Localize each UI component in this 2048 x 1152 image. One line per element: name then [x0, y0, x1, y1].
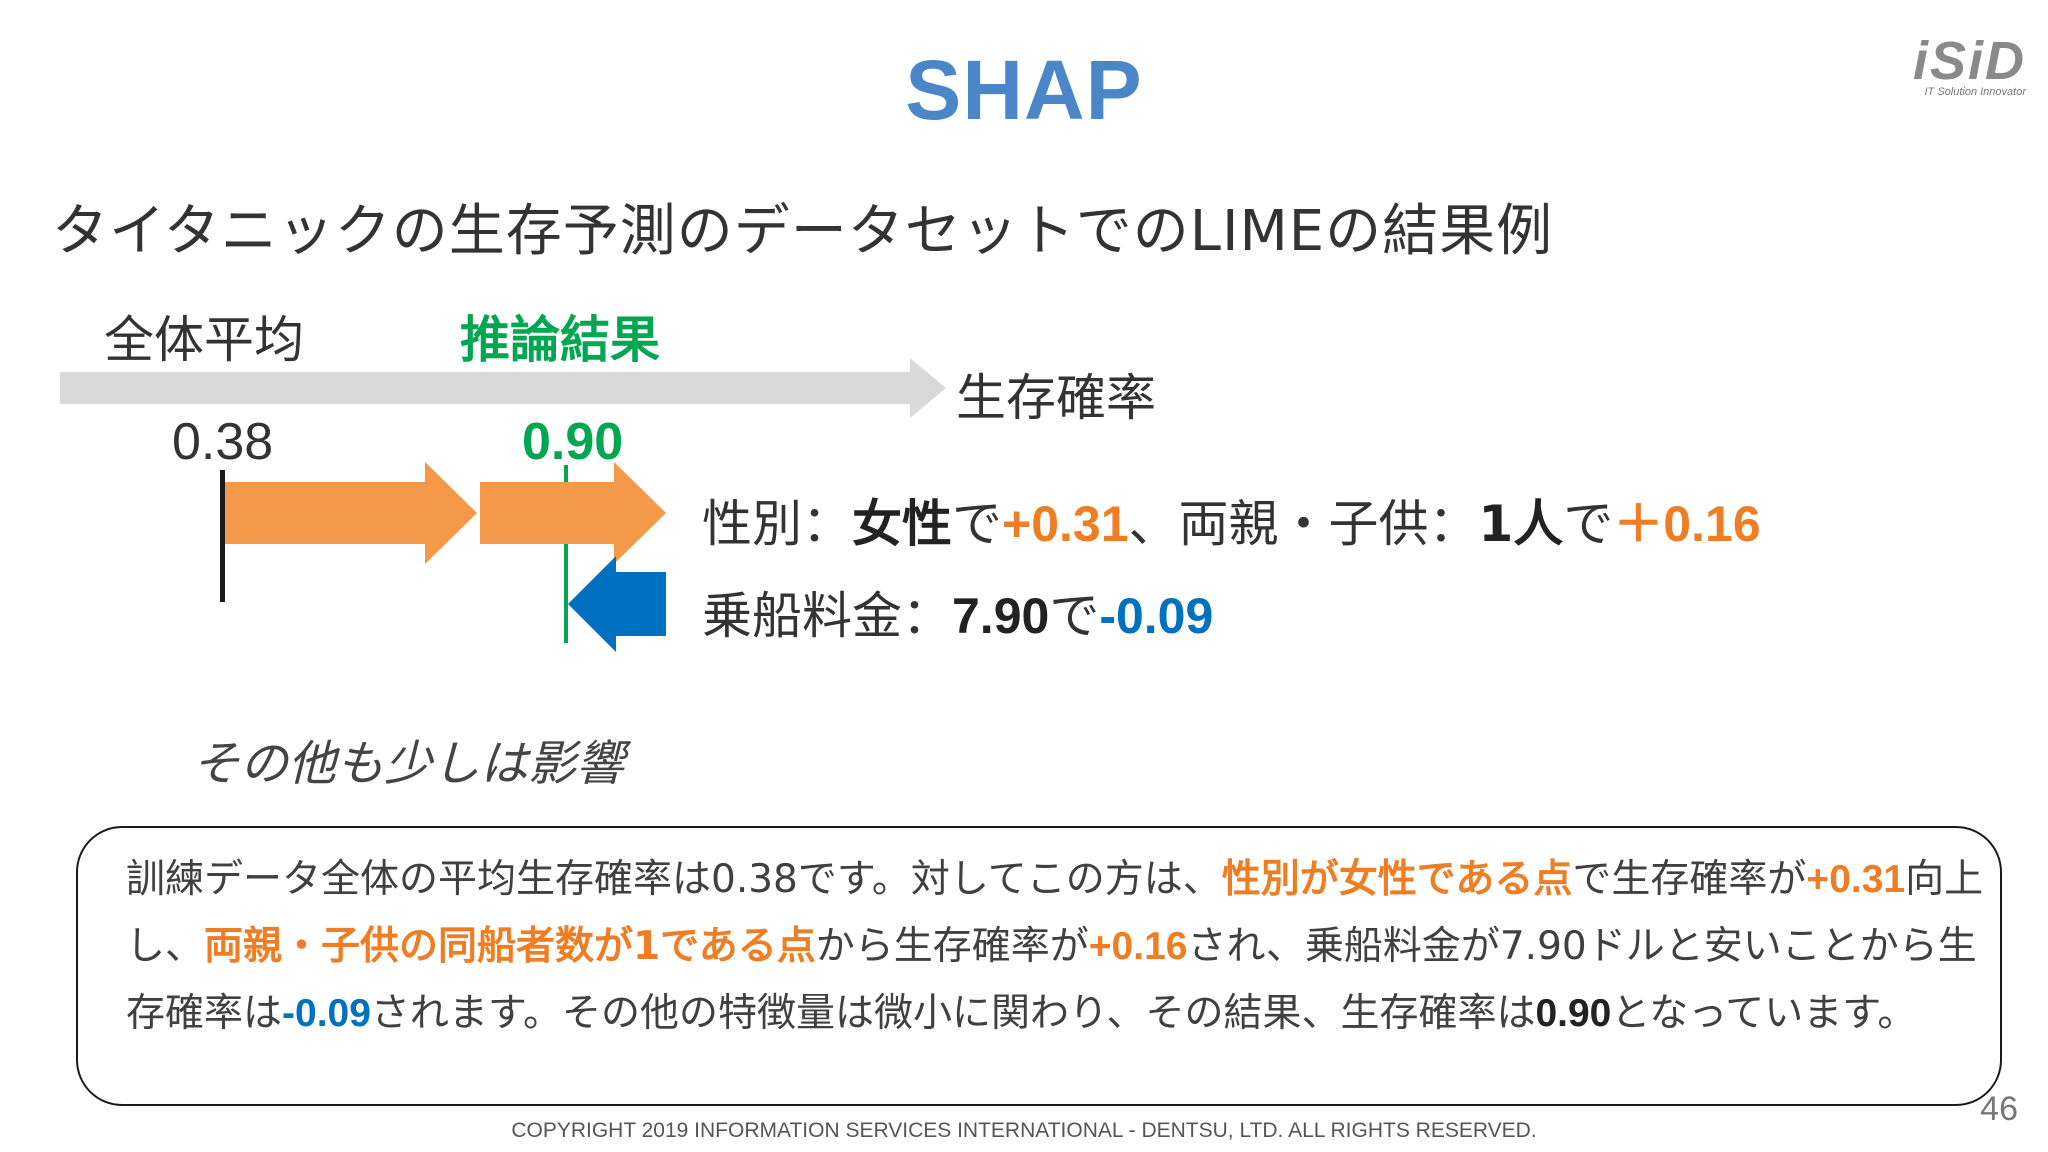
factor-sex-value: 女性 — [852, 495, 952, 553]
factor-fare-value: 7.90 — [952, 588, 1050, 644]
factor-family-contribution: ＋0.16 — [1613, 496, 1761, 552]
logo-tagline: IT Solution Innovator — [1924, 86, 2026, 98]
slide-subtitle: タイタニックの生存予測のデータセットでのLIMEの結果例 — [52, 199, 1554, 264]
positive-contribution-arrow-family — [480, 462, 666, 564]
explanation-text-part: 向上し、 — [126, 857, 1984, 969]
factor-fare-label: 乗船料金： — [702, 587, 952, 645]
base-value-marker — [220, 470, 225, 602]
explanation-result-value: 0.90 — [1535, 992, 1612, 1035]
factor-sex-label: 性別： — [702, 495, 852, 553]
shap-diagram — [60, 358, 946, 652]
negative-contribution-arrow-fare — [568, 556, 666, 652]
explanation-text-part: されます。その他の特徴量は微小に関わり、その結果、生存確率は — [370, 991, 1536, 1036]
survival-probability-axis-label: 生存確率 — [956, 369, 1156, 427]
other-features-note: その他も少しは影響 — [192, 736, 625, 792]
company-logo: iSiD IT Solution Innovator — [1913, 34, 2026, 98]
factor-sex-contribution: +0.31 — [1002, 496, 1129, 552]
copyright-notice: COPYRIGHT 2019 INFORMATION SERVICES INTE… — [511, 1119, 1537, 1142]
logo-wordmark: iSiD — [1912, 31, 2026, 91]
factor-fare-contribution: -0.09 — [1099, 588, 1214, 644]
factor-sex-connector: で — [952, 495, 1002, 553]
explanation-family-contribution: +0.16 — [1088, 925, 1188, 968]
factor-family-value: 1人 — [1478, 495, 1564, 553]
explanation-text-part: で生存確率が — [1572, 857, 1807, 902]
result-value: 0.90 — [522, 413, 624, 471]
explanation-sex-contribution: +0.31 — [1806, 858, 1906, 901]
overall-average-label: 全体平均 — [104, 311, 304, 369]
page-number: 46 — [1980, 1090, 2018, 1128]
result-value-marker — [564, 465, 568, 643]
factor-fare-connector: で — [1049, 587, 1100, 645]
base-value: 0.38 — [172, 413, 274, 471]
slide-title: SHAP — [905, 43, 1143, 137]
factor-sex-family: 性別：女性で+0.31、両親・子供：1人で＋0.16 — [702, 484, 1761, 556]
probability-axis-arrow — [60, 358, 946, 418]
explanation-fare-contribution: -0.09 — [282, 992, 371, 1035]
explanation-closing: となっています。 — [1611, 991, 1917, 1036]
factor-fare: 乗船料金：7.90で-0.09 — [702, 576, 1213, 648]
inference-result-label: 推論結果 — [460, 311, 660, 369]
factor-family-label: 、両親・子供： — [1128, 495, 1479, 553]
explanation-family-highlight: 両親・子供の同船者数が1である点 — [204, 924, 816, 969]
explanation-text-part: から生存確率が — [815, 924, 1089, 969]
explanation-intro: 訓練データ全体の平均生存確率は0.38です。対してこの方は、 — [126, 857, 1222, 902]
explanation-text-part: され、乗船料金が7.90ドルと安いことから生存確率は — [126, 924, 1977, 1036]
factor-family-connector: で — [1563, 495, 1614, 553]
explanation-sex-highlight: 性別が女性である点 — [1221, 857, 1573, 902]
explanation-box — [76, 826, 2002, 1106]
explanation-text: 訓練データ全体の平均生存確率は0.38です。対してこの方は、性別が女性である点で… — [126, 846, 1996, 1047]
positive-contribution-arrow-sex — [225, 462, 477, 564]
